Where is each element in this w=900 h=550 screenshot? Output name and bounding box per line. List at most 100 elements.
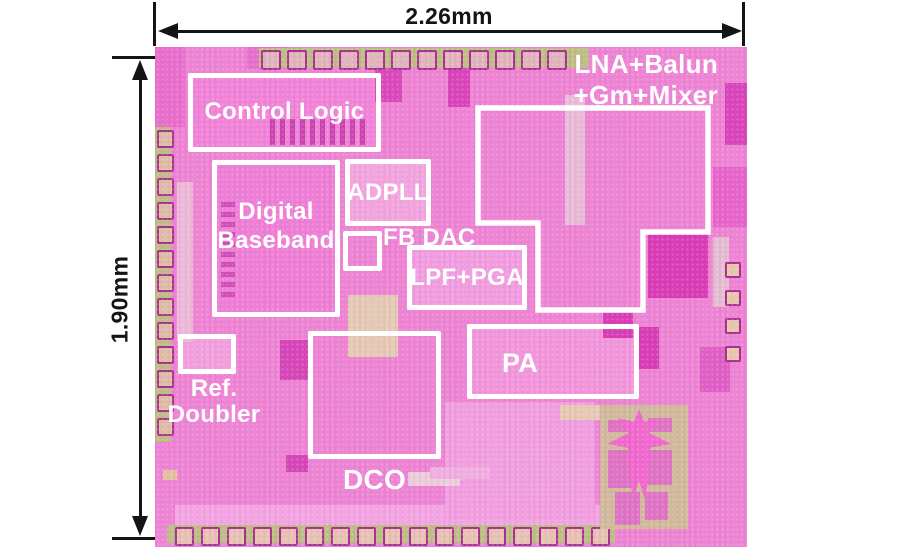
bond-pad bbox=[261, 50, 281, 70]
die-patch bbox=[348, 162, 428, 223]
die-patch bbox=[560, 405, 608, 420]
digital-baseband-label: Digital Baseband bbox=[212, 197, 340, 255]
structure-cell bbox=[615, 492, 640, 525]
pa-label: PA bbox=[501, 348, 539, 378]
bond-pad bbox=[157, 250, 174, 268]
top-dim-right-tick bbox=[742, 2, 745, 46]
bond-pad bbox=[339, 50, 359, 70]
bond-pad bbox=[469, 50, 489, 70]
ref-doubler-label: Ref. Doubler bbox=[155, 376, 273, 428]
width-dimension-label: 2.26mm bbox=[405, 3, 493, 29]
top-dim-left-tick bbox=[153, 2, 156, 46]
structure-cell bbox=[645, 492, 668, 520]
die-patch bbox=[177, 182, 193, 342]
bond-pad bbox=[287, 50, 307, 70]
fb-dac-label: FB DAC bbox=[383, 224, 476, 251]
digital-baseband-line1: Digital bbox=[238, 198, 314, 225]
left-dim-arrowhead-up bbox=[132, 60, 148, 80]
bond-pad bbox=[513, 527, 532, 546]
adpll-label: ADPLL bbox=[347, 179, 429, 206]
bond-pad bbox=[725, 290, 741, 306]
bond-pad bbox=[157, 154, 174, 172]
bond-pad bbox=[201, 527, 220, 546]
bond-pad bbox=[365, 50, 385, 70]
ref-doubler-box bbox=[178, 334, 236, 374]
bond-pad bbox=[565, 527, 584, 546]
bond-pad bbox=[357, 527, 376, 546]
left-dim-top-tick bbox=[112, 56, 155, 59]
bond-pad bbox=[487, 527, 506, 546]
adpll-box bbox=[345, 159, 431, 226]
dco-label: DCO bbox=[342, 464, 407, 495]
bond-pad bbox=[547, 50, 567, 70]
bond-pad bbox=[725, 318, 741, 334]
bond-pad bbox=[157, 418, 174, 436]
bond-pad bbox=[461, 527, 480, 546]
bond-pad bbox=[279, 527, 298, 546]
bond-pad bbox=[157, 202, 174, 220]
ref-doubler-line1: Ref. bbox=[190, 375, 238, 402]
die-patch bbox=[155, 47, 185, 127]
bond-pad bbox=[417, 50, 437, 70]
bond-pad-row-bottom bbox=[175, 527, 610, 546]
digital-baseband-box bbox=[212, 160, 340, 317]
bond-pad-row-left bbox=[157, 130, 174, 436]
bond-pad bbox=[157, 322, 174, 340]
die-patch bbox=[637, 327, 659, 369]
top-dim-arrow-line bbox=[176, 30, 724, 33]
die-patch bbox=[603, 308, 633, 338]
lna-gm-mixer-line2: +Gm+Mixer bbox=[573, 80, 718, 110]
bond-pad bbox=[409, 527, 428, 546]
bond-pad bbox=[175, 527, 194, 546]
bond-pad-row-top bbox=[261, 50, 567, 70]
bond-pad bbox=[391, 50, 411, 70]
bond-pad bbox=[157, 226, 174, 244]
bond-pad bbox=[157, 178, 174, 196]
structure-cell bbox=[608, 450, 632, 488]
bond-pad bbox=[157, 130, 174, 148]
control-logic-detail bbox=[270, 119, 370, 145]
die-patch bbox=[215, 163, 337, 314]
bond-pad bbox=[305, 527, 324, 546]
bond-pad bbox=[157, 346, 174, 364]
dco-box bbox=[308, 331, 441, 459]
die-patch bbox=[430, 467, 490, 479]
pa-box bbox=[467, 324, 639, 399]
fb-dac-box bbox=[343, 231, 382, 271]
die-patch bbox=[445, 402, 595, 520]
bond-pad bbox=[253, 527, 272, 546]
bond-pad bbox=[331, 527, 350, 546]
top-dim-arrowhead-left bbox=[158, 23, 178, 39]
lpf-pga-label: LPF+PGA bbox=[410, 264, 524, 291]
bond-pad bbox=[157, 394, 174, 412]
bond-pad bbox=[435, 527, 454, 546]
die-patch bbox=[725, 83, 747, 145]
bond-pad-row-right bbox=[725, 262, 741, 362]
bond-pad bbox=[313, 50, 333, 70]
die-patch bbox=[713, 237, 729, 307]
lna-gm-mixer-line1: LNA+Balun bbox=[574, 49, 718, 79]
die-patch bbox=[286, 455, 308, 472]
digital-baseband-line2: Baseband bbox=[217, 227, 335, 254]
bond-pad bbox=[725, 262, 741, 278]
left-dim-arrow-line bbox=[139, 78, 142, 518]
bond-pad bbox=[521, 50, 541, 70]
die-patch bbox=[713, 167, 747, 227]
baseband-detail bbox=[221, 197, 235, 297]
bond-pad bbox=[157, 298, 174, 316]
height-dimension-label: 1.90mm bbox=[106, 255, 133, 344]
control-logic-box bbox=[188, 73, 381, 152]
bond-pad bbox=[227, 527, 246, 546]
die-patch bbox=[470, 327, 636, 396]
bond-pad bbox=[383, 527, 402, 546]
die-patch bbox=[163, 470, 177, 480]
top-dim-arrowhead-right bbox=[722, 23, 742, 39]
bond-pad bbox=[539, 527, 558, 546]
die-patch bbox=[280, 340, 308, 380]
die-patch bbox=[348, 295, 398, 357]
ref-doubler-line2: Doubler bbox=[167, 401, 261, 428]
die-photo: Control Logic Digital Baseband ADPLL FB … bbox=[155, 47, 747, 547]
left-dim-arrowhead-down bbox=[132, 516, 148, 536]
control-logic-label: Control Logic bbox=[204, 98, 365, 125]
